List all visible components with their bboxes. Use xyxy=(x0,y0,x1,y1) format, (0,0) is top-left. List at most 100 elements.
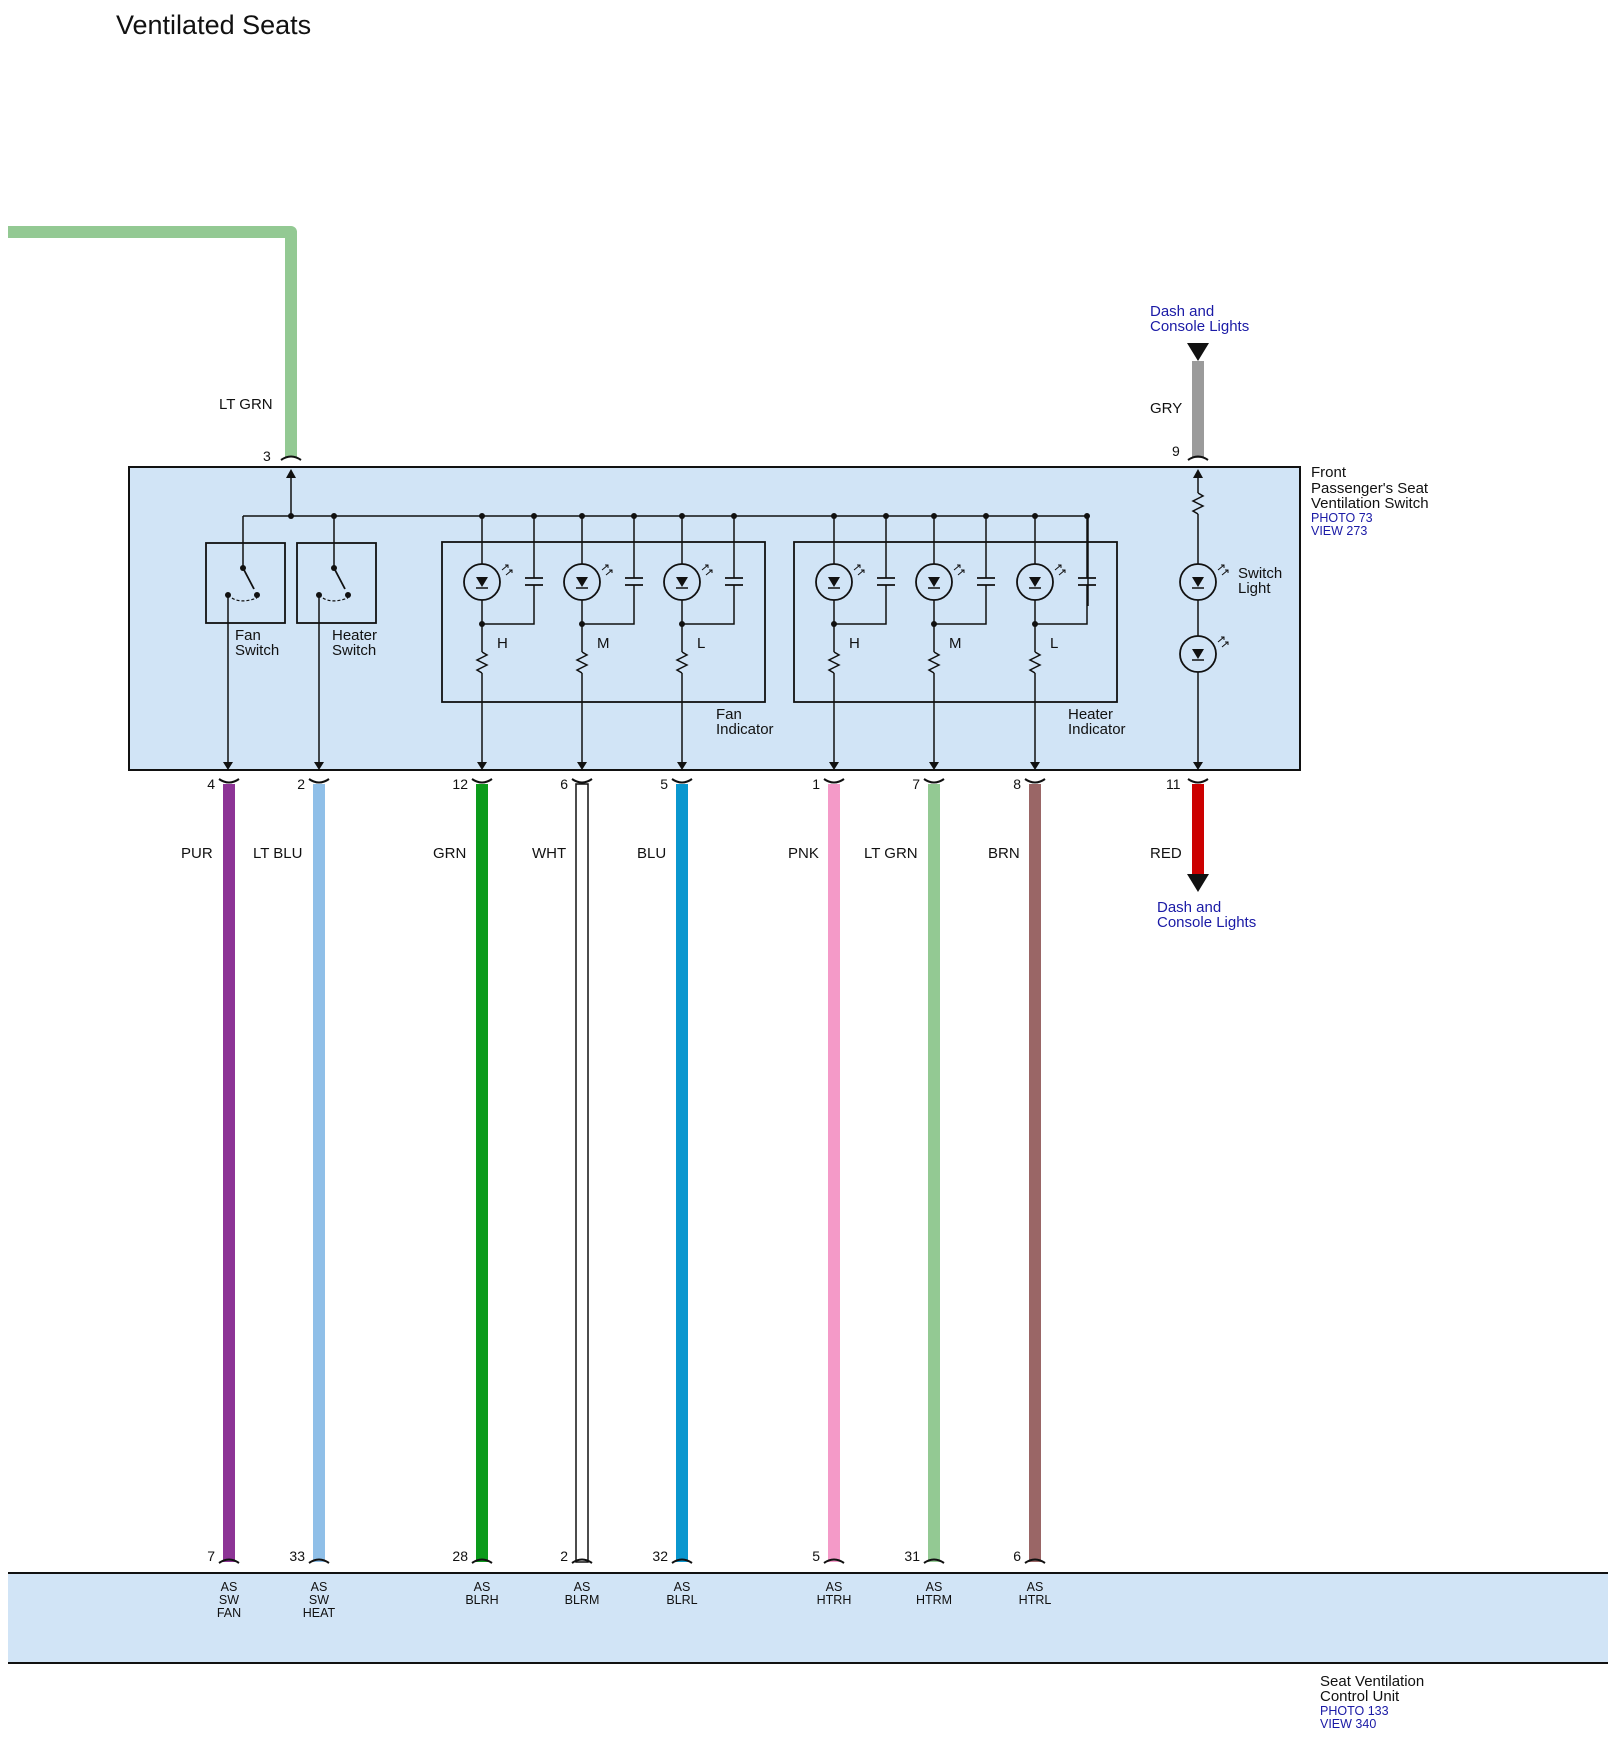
top-pin: 8 xyxy=(1013,776,1021,792)
wire-color-label: BLU xyxy=(637,845,666,862)
bottom-pin: 5 xyxy=(812,1548,820,1564)
fan-switch-label-2: Switch xyxy=(235,642,279,659)
heater-switch-label-2: Switch xyxy=(332,642,376,659)
top-feed-source-line1: Dash and xyxy=(1150,303,1214,320)
terminal-label: AS xyxy=(574,1580,591,1594)
resistor-icon xyxy=(575,651,589,674)
top-feed-source-line2: Console Lights xyxy=(1150,318,1249,335)
control-unit-view-link[interactable]: VIEW 340 xyxy=(1320,1717,1376,1731)
switch-view-link[interactable]: VIEW 273 xyxy=(1311,524,1367,538)
pin-9: 9 xyxy=(1172,443,1180,459)
switch-name-line3: Ventilation Switch xyxy=(1311,495,1429,512)
wire-body xyxy=(928,784,940,1562)
bottom-pin: 7 xyxy=(207,1548,215,1564)
terminal-label: SW xyxy=(219,1593,239,1607)
switch-light-branch xyxy=(1191,469,1205,564)
indicator-cell-heater-m: M xyxy=(915,513,995,770)
connector xyxy=(923,778,945,784)
wire-color-label: WHT xyxy=(532,845,566,862)
fan-indicator-label-2: Indicator xyxy=(716,721,774,738)
connector xyxy=(1024,1558,1046,1564)
wire-color-label: LT BLU xyxy=(253,845,302,862)
connector-3 xyxy=(280,455,302,461)
fan-switch-symbol xyxy=(225,543,260,623)
connector xyxy=(1024,778,1046,784)
connector xyxy=(308,1558,330,1564)
terminal-label: AS xyxy=(474,1580,491,1594)
wire-color-label: LT GRN xyxy=(864,845,918,862)
top-pin: 6 xyxy=(560,776,568,792)
fan-switch-box xyxy=(205,542,286,624)
connector xyxy=(218,778,240,784)
connector xyxy=(471,1558,493,1564)
resistor-icon xyxy=(1028,651,1042,674)
connector xyxy=(823,778,845,784)
terminal-label: HEAT xyxy=(303,1606,336,1620)
wire-body xyxy=(828,784,840,1562)
junction-dot xyxy=(331,513,337,519)
connector xyxy=(571,778,593,784)
resistor-icon xyxy=(475,651,489,674)
indicator-cell-fan-h: H xyxy=(463,513,543,770)
bottom-pin: 31 xyxy=(904,1548,920,1564)
switch-photo-link[interactable]: PHOTO 73 xyxy=(1311,511,1373,525)
level-label: H xyxy=(849,635,860,652)
junction-dot xyxy=(288,513,294,519)
connector xyxy=(823,1558,845,1564)
level-label: L xyxy=(1050,635,1058,652)
terminal-label: BLRL xyxy=(666,1593,697,1607)
control-unit-name-2: Control Unit xyxy=(1320,1688,1400,1705)
red-dest-line1: Dash and xyxy=(1157,899,1221,916)
top-pin: 12 xyxy=(452,776,468,792)
level-label: L xyxy=(697,635,705,652)
switch-light-output-arrow xyxy=(1193,762,1203,770)
top-pin: 2 xyxy=(297,776,305,792)
fan-switch-output-arrow xyxy=(223,762,233,770)
level-label: H xyxy=(497,635,508,652)
heater-switch-label-1: Heater xyxy=(332,627,377,644)
terminal-label: AS xyxy=(311,1580,328,1594)
fan-indicator-box xyxy=(441,541,766,703)
connector xyxy=(571,1558,593,1564)
switch-name-line2: Passenger's Seat xyxy=(1311,480,1429,497)
bottom-pin: 6 xyxy=(1013,1548,1021,1564)
pin-3: 3 xyxy=(263,448,271,464)
wire-body xyxy=(313,784,325,1562)
top-feed-arrow xyxy=(1187,343,1209,361)
switch-light-label-2: Light xyxy=(1238,580,1271,597)
heater-indicator-box xyxy=(793,541,1118,703)
indicator-cell-fan-m: M xyxy=(563,513,643,770)
terminal-label: BLRH xyxy=(465,1593,498,1607)
terminal-label: BLRM xyxy=(565,1593,600,1607)
control-unit-photo-link[interactable]: PHOTO 133 xyxy=(1320,1704,1389,1718)
control-unit-terminals: ASSWFANASSWHEATASBLRHASBLRMASBLRLASHTRHA… xyxy=(217,1580,1052,1620)
resistor-icon xyxy=(827,651,841,674)
connector-11 xyxy=(1187,778,1209,784)
wire-color-label: BRN xyxy=(988,845,1020,862)
heater-indicator-label-2: Indicator xyxy=(1068,721,1126,738)
pin-11: 11 xyxy=(1166,776,1181,792)
resistor-icon xyxy=(927,651,941,674)
resistor-icon xyxy=(675,651,689,674)
wire-label-red: RED xyxy=(1150,845,1182,862)
page-title: Ventilated Seats xyxy=(116,10,311,40)
ventilation-switch-box xyxy=(128,466,1301,771)
wire-label-lt-grn-input: LT GRN xyxy=(219,396,273,413)
switch-light-label-1: Switch xyxy=(1238,565,1282,582)
terminal-label: HTRM xyxy=(916,1593,952,1607)
indicator-cell-heater-l: L xyxy=(1016,513,1096,770)
wire-color-label: PUR xyxy=(181,845,213,862)
wire-body xyxy=(1029,784,1041,1562)
terminal-label: SW xyxy=(309,1593,329,1607)
connector xyxy=(671,778,693,784)
red-dest-line2: Console Lights xyxy=(1157,914,1256,931)
control-unit-bar xyxy=(8,1573,1608,1663)
terminal-label: AS xyxy=(674,1580,691,1594)
